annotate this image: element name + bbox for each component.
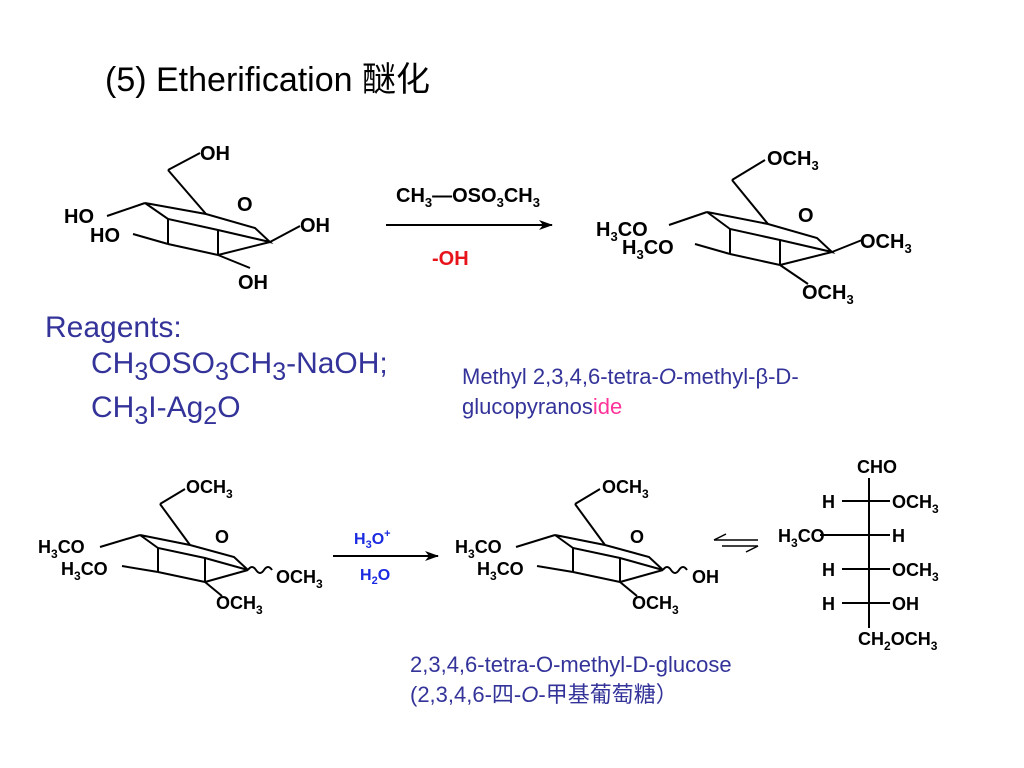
fischer-row-3-left: H (822, 560, 835, 580)
suffix-highlight: ide (592, 394, 623, 419)
reagents-heading: Reagents: (45, 311, 182, 344)
svg-text:OCH3: OCH3 (860, 231, 912, 256)
svg-text:H3CO: H3CO (61, 559, 108, 583)
svg-text:H3CO: H3CO (455, 537, 502, 561)
reagents-line-1: CH3OSO3CH3-NaOH; (91, 347, 388, 386)
fischer-row-2-right: H (892, 526, 905, 546)
fischer-bottom: CH2OCH3 (858, 629, 938, 653)
reagents-block: Reagents: CH3OSO3CH3-NaOH; CH3I-Ag2O (45, 310, 388, 434)
svg-text:OCH3: OCH3 (186, 477, 233, 501)
fischer-row-3-right: OCH3 (892, 560, 939, 584)
svg-text:H3CO: H3CO (596, 219, 648, 244)
svg-text:OH: OH (300, 215, 330, 237)
glucose-structure: OH O HO HO OH OH (64, 143, 330, 294)
page-title: (5) Etherification 醚化 (105, 61, 430, 99)
svg-text:O: O (237, 194, 253, 216)
reagent-methyl-sulfate: CH3—OSO3CH3 (396, 185, 540, 210)
product-2-name-line-1: 2,3,4,6-tetra-O-methyl-D-glucose (410, 652, 732, 677)
svg-text:HO: HO (90, 225, 120, 247)
reaction-arrow-1: CH3—OSO3CH3 -OH (386, 185, 553, 270)
reagent-hydroxide: -OH (432, 248, 469, 270)
svg-text:OH: OH (238, 272, 268, 294)
svg-text:OCH3: OCH3 (602, 477, 649, 501)
svg-text:OCH3: OCH3 (767, 148, 819, 173)
fischer-row-4-right: OH (892, 594, 919, 614)
svg-text:HO: HO (64, 206, 94, 228)
equilibrium-arrows (713, 533, 759, 553)
reagent-hydronium: H3O+ (354, 528, 391, 551)
fischer-row-1-left: H (822, 492, 835, 512)
tetramethyl-glucose-structure: OCH3 O H3CO H3CO OH OCH3 (455, 477, 719, 617)
tetramethyl-glucoside-structure: OCH3 O H3CO H3CO OCH3 OCH3 (38, 477, 323, 617)
svg-text:OCH3: OCH3 (276, 567, 323, 591)
svg-text:OCH3: OCH3 (216, 593, 263, 617)
fischer-top: CHO (857, 457, 897, 477)
reagent-water: H2O (360, 567, 390, 587)
product-2-name: 2,3,4,6-tetra-O-methyl-D-glucose (2,3,4,… (410, 650, 732, 710)
svg-text:OCH3: OCH3 (632, 593, 679, 617)
product-1-name-line-2: glucopyranoside (462, 394, 623, 419)
fischer-row-4-left: H (822, 594, 835, 614)
svg-text:OH: OH (692, 567, 719, 587)
product-1-name-line-1: Methyl 2,3,4,6-tetra-O-methyl-β-D- (462, 364, 799, 389)
svg-text:O: O (215, 527, 229, 547)
product-1-name: Methyl 2,3,4,6-tetra-O-methyl-β-D- gluco… (462, 362, 799, 422)
svg-text:H3CO: H3CO (477, 559, 524, 583)
reaction-arrow-2: H3O+ H2O (333, 528, 439, 587)
svg-text:O: O (630, 527, 644, 547)
svg-text:H3CO: H3CO (38, 537, 85, 561)
fischer-row-1-right: OCH3 (892, 492, 939, 516)
svg-text:O: O (798, 205, 814, 227)
methylated-glucoside-structure: OCH3 O H3CO H3CO OCH3 OCH3 (596, 148, 912, 307)
svg-text:OCH3: OCH3 (802, 282, 854, 307)
fischer-row-2-left: H3CO (778, 526, 825, 550)
reagents-line-2: CH3I-Ag2O (91, 391, 241, 430)
fischer-projection: CHO H OCH3 H3CO H H OCH3 H OH CH2OCH3 (778, 457, 939, 653)
svg-text:OH: OH (200, 143, 230, 165)
product-2-name-line-2: (2,3,4,6-四-O-甲基葡萄糖） (410, 682, 678, 707)
svg-text:H3CO: H3CO (622, 237, 674, 262)
